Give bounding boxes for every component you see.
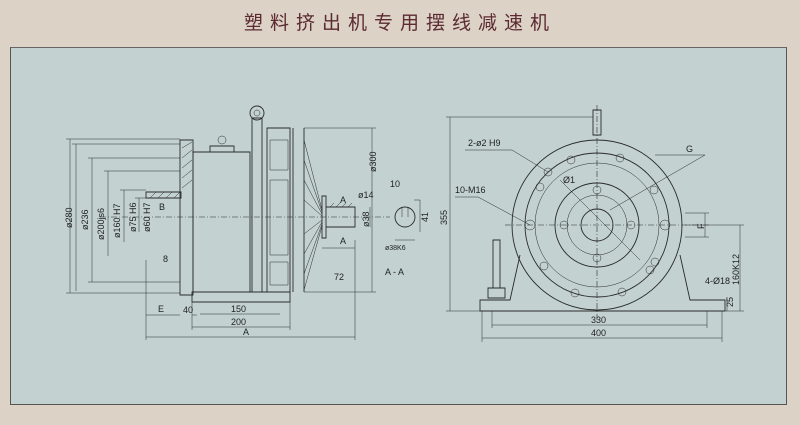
dim-pins: 2-ø2 H9	[468, 138, 501, 148]
section-mark-bottom: A	[340, 236, 346, 246]
dim-d200: ø200js6	[96, 208, 106, 240]
section-label: A - A	[385, 267, 404, 277]
dim-400: 400	[591, 328, 606, 338]
dim-d75: ø75 H6	[128, 202, 138, 232]
dim-25: 25	[725, 297, 735, 307]
dim-150: 150	[231, 304, 246, 314]
section-mark-top: A	[340, 195, 346, 205]
dim-d38k6: ø38K6	[385, 245, 406, 252]
dim-B: B	[159, 202, 165, 212]
dim-160k12: 160K12	[731, 254, 741, 285]
dim-355: 355	[439, 210, 449, 225]
dim-d236: ø236	[80, 209, 90, 230]
dim-41: 41	[420, 212, 430, 222]
front-view: 2-ø2 H9 10-M16 Ø1 G F 355 160K12 4-Ø18 2…	[439, 105, 744, 342]
dim-40: 40	[183, 305, 193, 315]
dim-d14: ø14	[358, 190, 374, 200]
dim-10: 10	[390, 179, 400, 189]
dim-F: F	[696, 223, 706, 229]
side-view: ø280 ø236 ø200js6 ø160 H7 ø75 H6 ø60 H7 …	[64, 105, 430, 340]
dim-d160: ø160 H7	[112, 203, 122, 238]
dim-330: 330	[591, 315, 606, 325]
dim-d280: ø280	[64, 207, 74, 228]
dim-72: 72	[334, 272, 344, 282]
page-title: 塑料挤出机专用摆线减速机	[243, 12, 556, 34]
dim-foot-holes: 4-Ø18	[705, 276, 730, 286]
dim-200: 200	[231, 317, 246, 327]
dim-A: A	[243, 327, 249, 337]
dim-d60: ø60 H7	[142, 202, 152, 232]
dim-phi1: Ø1	[563, 175, 575, 185]
dim-G: G	[686, 144, 693, 154]
dim-d300: ø300	[368, 151, 378, 172]
dim-d38: ø38	[361, 211, 371, 227]
dim-8: 8	[163, 254, 168, 264]
dim-bolts: 10-M16	[455, 185, 486, 195]
dim-E: E	[158, 304, 164, 314]
drawing-panel	[10, 47, 787, 405]
